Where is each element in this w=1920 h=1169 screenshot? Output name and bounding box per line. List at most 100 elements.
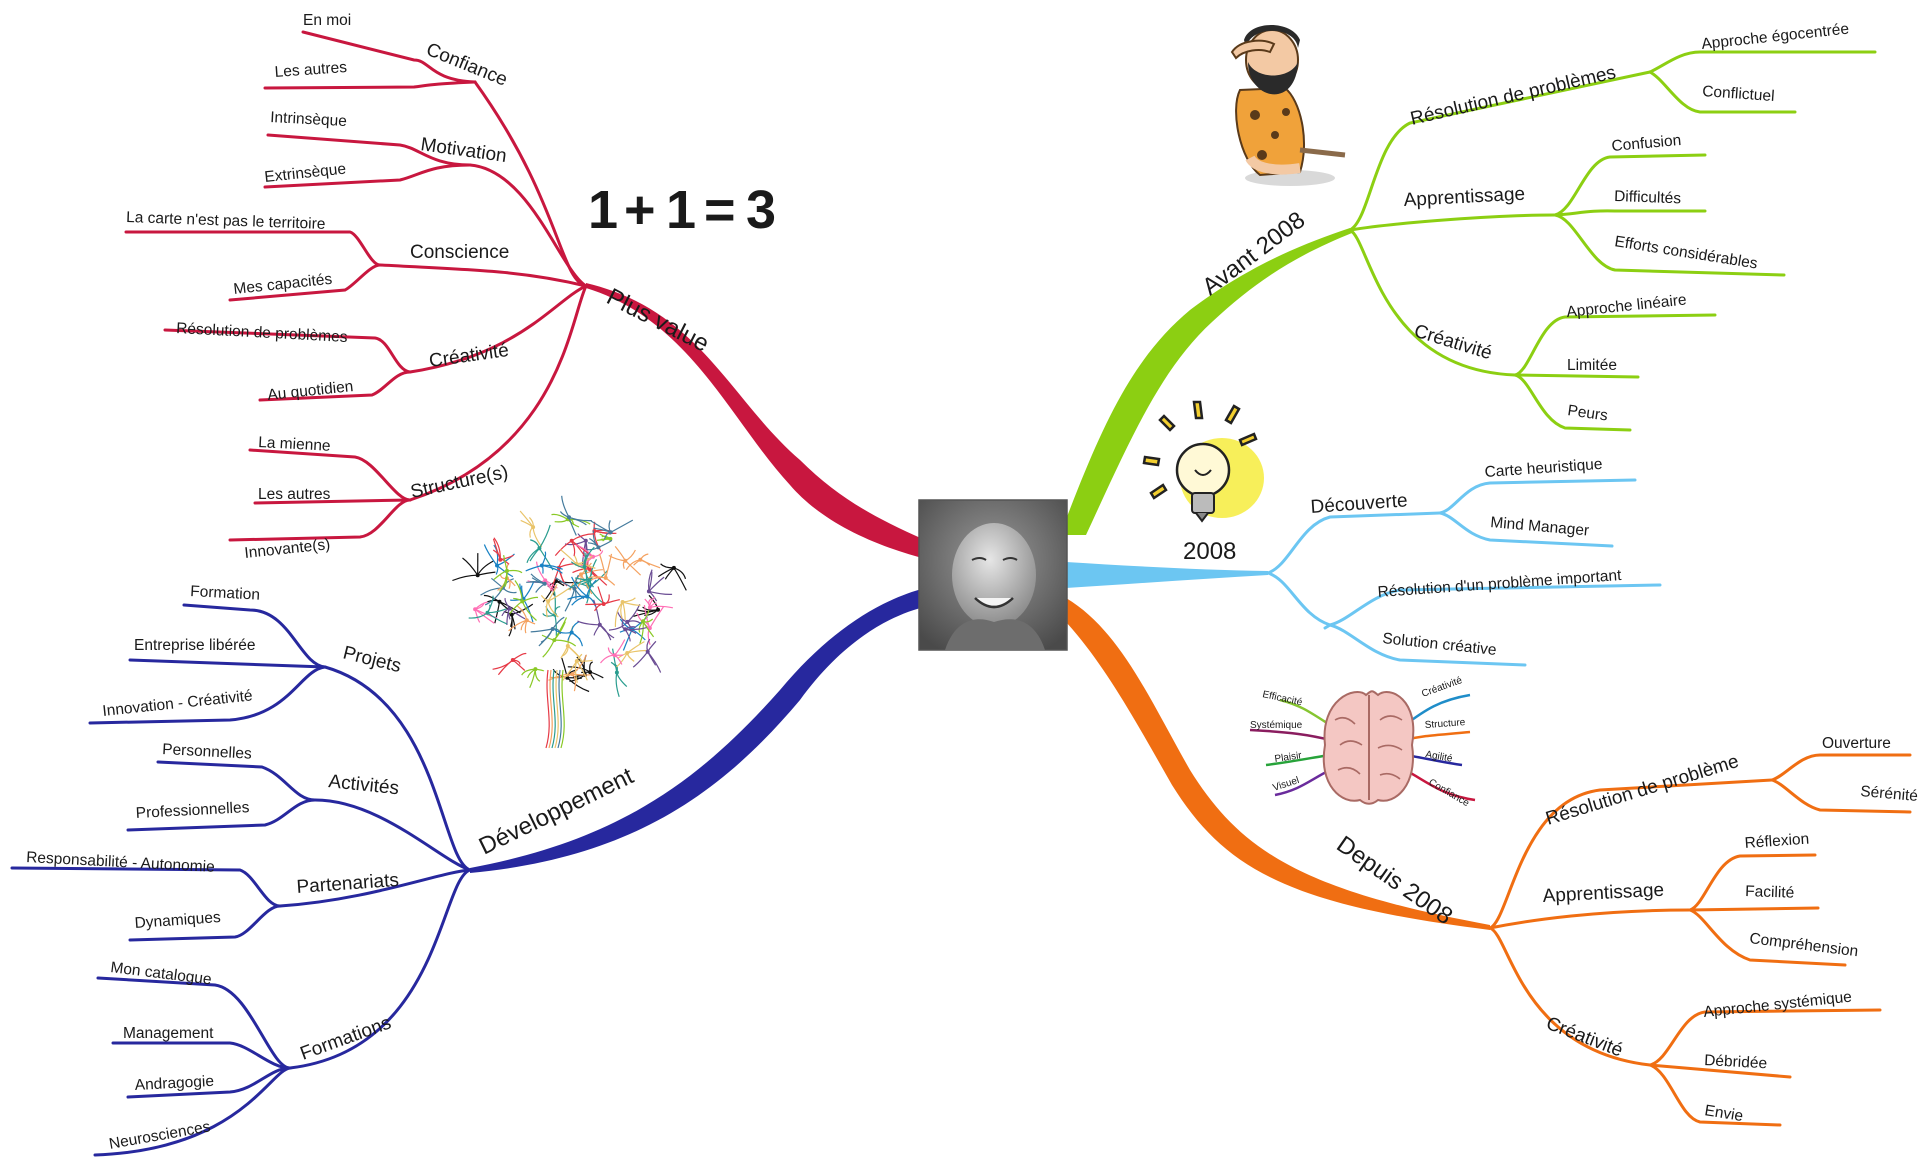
leaf-label: Efforts considérables bbox=[1613, 233, 1759, 272]
equation-digit-b: 1 bbox=[666, 180, 696, 240]
leaf-label: Résolution de problèmes bbox=[176, 320, 348, 346]
caveman-icon bbox=[1230, 25, 1346, 186]
neuron-cell bbox=[553, 612, 557, 617]
depuis-2008-labels: Depuis 2008 Résolution de problème Appre… bbox=[1332, 735, 1919, 1125]
neuron-dendrite bbox=[542, 639, 555, 658]
leaf-label: Peurs bbox=[1566, 402, 1609, 425]
neuron-cell bbox=[587, 567, 592, 572]
neuron-cell bbox=[574, 659, 579, 664]
neuron-cell bbox=[612, 653, 617, 658]
neuron-dendrite bbox=[554, 639, 577, 647]
neuron-cell bbox=[597, 622, 602, 627]
neuron-dendrite bbox=[660, 563, 674, 569]
neuron-dendrite bbox=[492, 659, 514, 670]
sub-label-creativite: Créativité bbox=[1543, 1013, 1625, 1061]
main-branches bbox=[470, 228, 1490, 930]
lightbulb-icon bbox=[1142, 400, 1264, 523]
neuron-dendrite bbox=[523, 581, 535, 600]
neuron-dendrite bbox=[580, 569, 603, 575]
leaf-label: Sérénité bbox=[1860, 783, 1919, 805]
neuron-cell bbox=[582, 564, 587, 569]
brain-label: Structure bbox=[1424, 717, 1466, 731]
leaf-label: Mind Manager bbox=[1490, 514, 1590, 540]
leaf-label: Management bbox=[123, 1025, 214, 1042]
neuron-stem bbox=[560, 669, 565, 749]
neuron-dendrite bbox=[561, 495, 570, 518]
leaf-label: Compréhension bbox=[1749, 930, 1860, 960]
plus-value-main-branch bbox=[586, 283, 930, 560]
neuron-dendrite bbox=[566, 677, 590, 693]
neuron-dendrite bbox=[536, 561, 546, 581]
brain-label: Confiance bbox=[1427, 777, 1472, 809]
neuron-cell bbox=[608, 530, 613, 535]
leaf-label: Les autres bbox=[258, 486, 331, 503]
neuron-cell bbox=[603, 575, 608, 580]
equation-digit-a: 1 bbox=[588, 180, 618, 240]
neuron-dendrite bbox=[462, 557, 479, 576]
neuron-dendrite bbox=[627, 620, 642, 624]
neuron-dendrite bbox=[571, 576, 588, 597]
leaf-label: Au quotidien bbox=[267, 378, 354, 404]
neuron-dendrite bbox=[600, 654, 615, 664]
brain-label: Plaisir bbox=[1274, 750, 1303, 765]
neuron-dendrite bbox=[567, 595, 588, 600]
sub-label-projets: Projets bbox=[341, 642, 403, 677]
developpement-branch bbox=[10, 603, 472, 1157]
neuron-dendrite bbox=[541, 564, 563, 574]
neuron-dendrite bbox=[530, 628, 553, 633]
neuron-dendrite bbox=[616, 610, 628, 623]
neuron-cell bbox=[539, 563, 544, 568]
depuis-2008-main-branch bbox=[1066, 598, 1490, 930]
leaf-label: Les autres bbox=[274, 59, 348, 81]
neuron-cell bbox=[542, 581, 547, 586]
neuron-dendrite bbox=[487, 608, 507, 614]
neuron-cell bbox=[608, 536, 613, 541]
sub-label-apprentissage: Apprentissage bbox=[1403, 184, 1525, 211]
neuron-cell bbox=[583, 538, 588, 543]
neuron-cell bbox=[647, 605, 652, 610]
neuron-dendrite bbox=[554, 629, 572, 634]
neuron-cell bbox=[485, 610, 490, 615]
neuron-dendrite bbox=[554, 540, 573, 556]
neuron-dendrite bbox=[500, 554, 514, 561]
leaf-label: Mes capacités bbox=[233, 271, 334, 298]
neuron-dendrite bbox=[640, 559, 661, 569]
leaf-label: Facilité bbox=[1745, 883, 1795, 902]
sub-label-conscience: Conscience bbox=[410, 242, 509, 263]
neuron-dendrite bbox=[625, 627, 647, 631]
sub-label-creativite: Créativité bbox=[1412, 321, 1495, 365]
leaf-label: Mon catalogue bbox=[110, 959, 213, 988]
leaf-label: Dynamiques bbox=[134, 909, 221, 932]
neuron-cell bbox=[570, 672, 575, 677]
neuron-network-icon bbox=[452, 495, 687, 749]
plus-value-labels: Plus value Confiance Motivation Conscien… bbox=[126, 12, 713, 562]
plus-value-branch bbox=[124, 30, 588, 542]
neuron-cell bbox=[572, 586, 577, 591]
leaf-label: Résolution d'un problème important bbox=[1377, 567, 1622, 601]
equation: 1 + 1 = 3 bbox=[588, 180, 776, 240]
neuron-dendrite bbox=[486, 595, 494, 613]
neuron-dendrite bbox=[452, 574, 478, 582]
neuron-cell bbox=[601, 602, 606, 606]
neuron-dendrite bbox=[580, 574, 593, 595]
neuron-dendrite bbox=[560, 549, 577, 565]
leaf-label: Confusion bbox=[1611, 132, 1682, 155]
leaf-label: Entreprise libérée bbox=[134, 637, 255, 654]
neuron-dendrite bbox=[572, 673, 591, 676]
avant-2008-branch bbox=[1348, 50, 1877, 432]
leaf-label: Approche systémique bbox=[1703, 988, 1853, 1020]
neuron-cell bbox=[579, 572, 583, 577]
neuron-dendrite bbox=[506, 569, 523, 574]
neuron-cell bbox=[638, 557, 643, 562]
neuron-cell bbox=[565, 644, 570, 648]
neuron-dendrite bbox=[648, 576, 665, 592]
neuron-dendrite bbox=[626, 641, 645, 654]
neuron-stem bbox=[551, 669, 556, 749]
neuron-cell bbox=[625, 651, 630, 655]
neuron-cell bbox=[509, 612, 514, 617]
y2008-branch bbox=[1266, 478, 1662, 667]
neuron-cell bbox=[614, 670, 619, 675]
neuron-dendrite bbox=[612, 648, 618, 673]
neuron-dendrite bbox=[648, 590, 673, 595]
